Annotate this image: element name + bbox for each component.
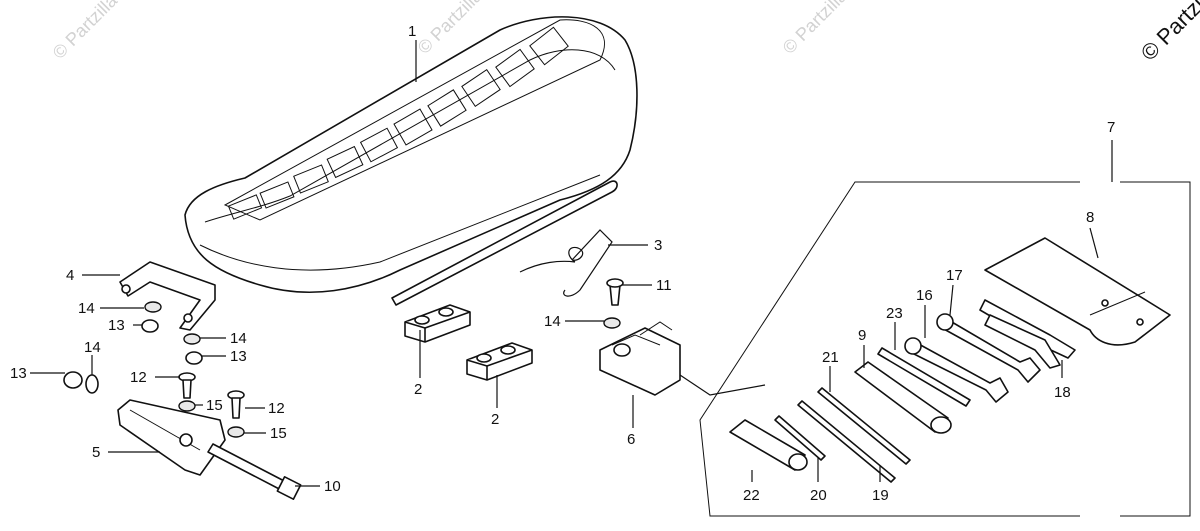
callout-label: 16: [916, 287, 933, 304]
callout-label: 2: [414, 381, 422, 398]
callout-label: 13: [10, 365, 27, 382]
callout-labels: 1 2 2 3 4 5 6 7 8 9 10 11 12 12 13 13 13…: [10, 23, 1115, 504]
part-seat-cushion[interactable]: [466, 342, 533, 381]
part-tool-bag[interactable]: [984, 237, 1171, 346]
part-nut[interactable]: [185, 351, 203, 365]
callout-label: 10: [324, 478, 341, 495]
part-plug-wrench[interactable]: [854, 361, 952, 434]
part-bracket[interactable]: [119, 261, 216, 331]
tool-kit-boundary: [1120, 181, 1191, 517]
part-screwdriver[interactable]: [797, 400, 896, 483]
callout-label: 5: [92, 444, 100, 461]
callout-label: 8: [1086, 209, 1094, 226]
callout-label: 14: [230, 330, 247, 347]
part-seat-cushion[interactable]: [404, 304, 471, 343]
part-seat[interactable]: [184, 16, 638, 306]
seat-ribs: [227, 26, 569, 220]
callout-label: 12: [130, 369, 147, 386]
callout-label: 9: [858, 327, 866, 344]
part-washer[interactable]: [603, 317, 621, 329]
callout-label: 15: [206, 397, 223, 414]
part-washer[interactable]: [178, 400, 196, 412]
part-bolt[interactable]: [227, 390, 245, 419]
callout-label: 14: [78, 300, 95, 317]
callout-label: 21: [822, 349, 839, 366]
part-screwdriver-shaft[interactable]: [774, 415, 826, 461]
callout-label: 17: [946, 267, 963, 284]
callout-label: 4: [66, 267, 74, 284]
callout-label: 11: [656, 277, 672, 294]
callout-label: 6: [627, 431, 635, 448]
part-screwdriver-handle[interactable]: [729, 419, 808, 471]
part-washer[interactable]: [144, 301, 162, 313]
part-hinge-bracket[interactable]: [117, 399, 226, 476]
callout-label: 22: [743, 487, 760, 504]
callout-label: 3: [654, 237, 662, 254]
callout-label: 13: [230, 348, 247, 365]
part-tool-rod[interactable]: [877, 347, 971, 407]
callout-label: 20: [810, 487, 827, 504]
part-spring[interactable]: [519, 229, 613, 297]
watermark: © Partzilla: [779, 0, 852, 58]
part-washer[interactable]: [227, 426, 245, 438]
leader-lines: [30, 40, 1113, 487]
part-nut[interactable]: [63, 371, 83, 389]
callout-label: 7: [1107, 119, 1115, 136]
part-screwdriver[interactable]: [817, 387, 911, 465]
part-washer[interactable]: [85, 374, 99, 394]
part-latch-bolt[interactable]: [606, 278, 624, 306]
watermark: © Partzilla: [49, 0, 122, 63]
callout-label: 14: [544, 313, 561, 330]
callout-label: 23: [886, 305, 903, 322]
tool-kit-boundary: [699, 181, 1080, 517]
callout-label: 13: [108, 317, 125, 334]
part-wrench[interactable]: [904, 337, 1009, 403]
copyright-mark: © Partzilla: [1136, 0, 1200, 66]
callout-label: 1: [408, 23, 416, 40]
part-hinge-bolt[interactable]: [207, 443, 302, 501]
part-wrench[interactable]: [936, 313, 1041, 383]
part-pliers[interactable]: [979, 299, 1076, 369]
callout-label: 15: [270, 425, 287, 442]
callout-label: 18: [1054, 384, 1071, 401]
callout-label: 14: [84, 339, 101, 356]
part-washer[interactable]: [183, 333, 201, 345]
callout-label: 2: [491, 411, 499, 428]
part-nut[interactable]: [141, 319, 159, 333]
callout-label: 19: [872, 487, 889, 504]
callout-label: 12: [268, 400, 285, 417]
part-seat-latch[interactable]: [599, 321, 766, 396]
part-bolt[interactable]: [178, 372, 196, 399]
